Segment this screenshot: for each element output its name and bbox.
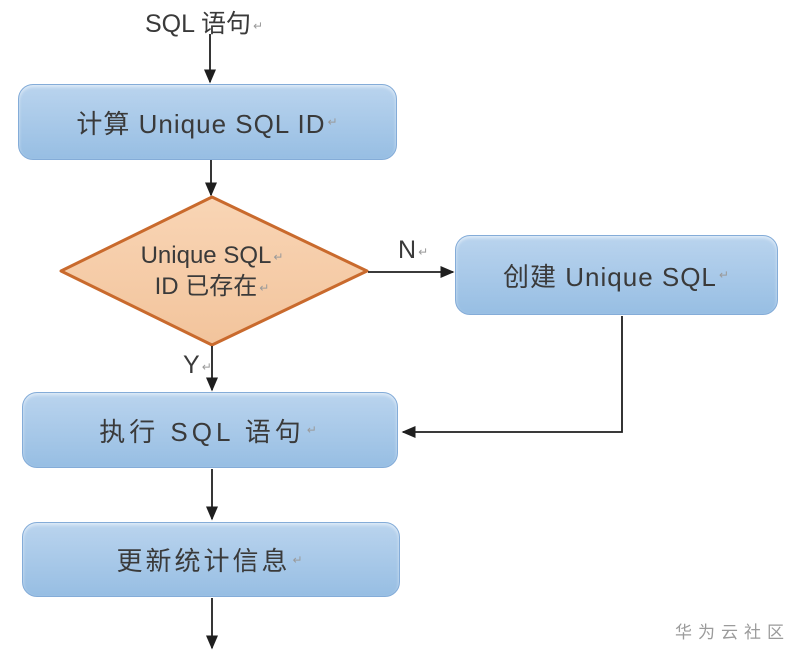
watermark: 华为云社区	[675, 623, 790, 642]
paragraph-mark-icon: ↵	[418, 245, 429, 259]
paragraph-mark-icon: ↵	[718, 268, 730, 282]
node-calc-label: 计算 Unique SQL ID	[76, 108, 326, 139]
paragraph-mark-icon: ↵	[327, 115, 339, 129]
node-update-label: 更新统计信息	[116, 546, 291, 576]
decision-diamond-shape	[59, 195, 369, 347]
paragraph-mark-icon: ↵	[253, 19, 264, 33]
paragraph-mark-icon: ↵	[306, 423, 321, 437]
paragraph-mark-icon: ↵	[201, 360, 212, 374]
node-decision-unique-sql-exists: Unique SQL↵ ID 已存在↵	[107, 241, 317, 303]
decision-label-line2: ID 已存在↵	[154, 273, 270, 300]
node-execute-label: 执行 SQL 语句	[99, 416, 305, 447]
arrow-create-to-exec	[401, 316, 623, 438]
paragraph-mark-icon: ↵	[273, 250, 284, 264]
branch-label-yes: Y↵	[183, 351, 212, 379]
paragraph-mark-icon: ↵	[259, 281, 270, 295]
node-create-label: 创建 Unique SQL	[503, 261, 717, 292]
node-create-unique-sql: 创建 Unique SQL↵	[455, 235, 778, 315]
paragraph-mark-icon: ↵	[292, 552, 306, 567]
node-calc-unique-sql-id: 计算 Unique SQL ID↵	[18, 84, 397, 160]
decision-label-line1: Unique SQL↵	[140, 242, 284, 269]
node-update-statistics: 更新统计信息↵	[22, 522, 400, 597]
branch-label-no: N↵	[398, 236, 429, 264]
start-label-text: SQL 语句	[145, 10, 252, 38]
start-label: SQL 语句↵	[145, 4, 263, 40]
node-execute-sql: 执行 SQL 语句↵	[22, 392, 398, 468]
